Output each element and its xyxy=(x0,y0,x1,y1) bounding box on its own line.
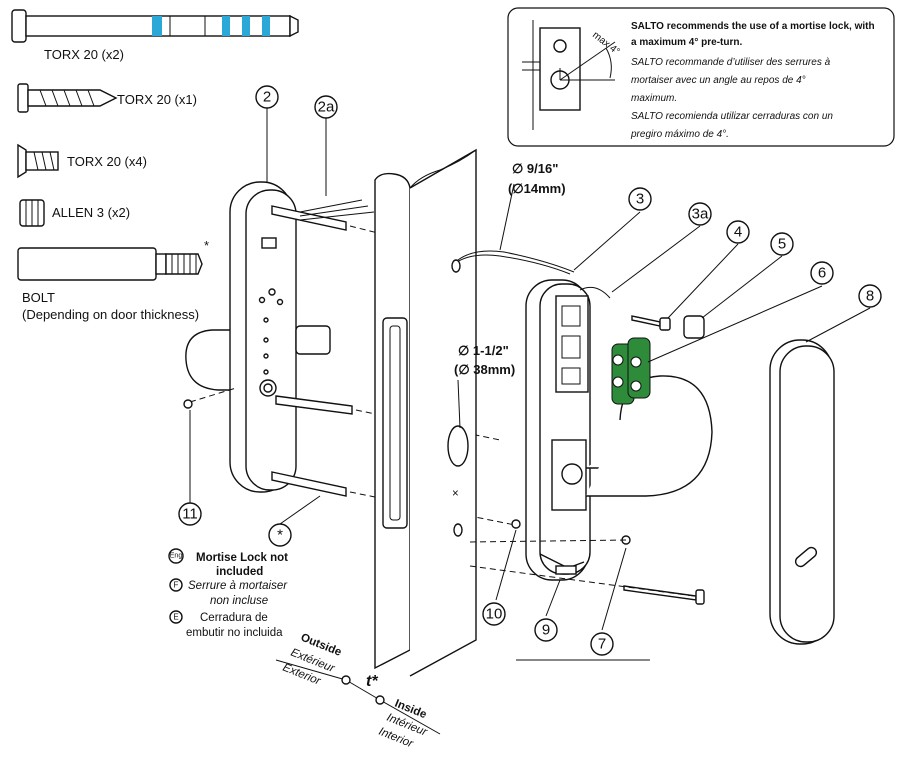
callout-circle-7 xyxy=(590,632,614,656)
callout-label-2: 2 xyxy=(263,89,271,106)
callout-circle-10 xyxy=(482,602,506,626)
callout-circle-6 xyxy=(810,261,834,285)
thickness-label: t* xyxy=(366,673,378,690)
allen-screw-11-icon xyxy=(183,399,193,409)
callout-circle-* xyxy=(268,523,292,547)
mortise-en-line1: Mortise Lock not xyxy=(196,552,288,564)
callout-label-4: 4 xyxy=(734,224,742,241)
callout-label-10: 10 xyxy=(486,606,503,623)
svg-text:E: E xyxy=(173,613,178,622)
note-fr-line3: maximum. xyxy=(631,93,677,104)
es-badge xyxy=(169,610,183,624)
mortise-fr-line1: Serrure à mortaiser xyxy=(188,580,288,592)
note-es-line1: SALTO recomienda utilizar cerraduras con… xyxy=(631,111,833,122)
note-en-line1: SALTO recommends the use of a mortise lo… xyxy=(631,21,875,32)
pre-turn-note-box: max 4° SALTO recommends the use of a mor… xyxy=(507,7,895,147)
callout-label-2a: 2a xyxy=(318,99,335,116)
mortise-lock-note: Eng Mortise Lock not included F Serrure … xyxy=(168,548,288,639)
mortise-es-line1: Cerradura de xyxy=(200,612,268,624)
bolt-star-mark: * xyxy=(204,238,209,253)
torx-screw-flat-icon xyxy=(17,143,59,179)
callout-circle-5 xyxy=(770,232,794,256)
callout-label-6: 6 xyxy=(818,265,826,282)
callout-circle-4 xyxy=(726,220,750,244)
allen-screw-icon xyxy=(19,199,45,227)
callout-circle-3a xyxy=(688,202,712,226)
svg-text:×: × xyxy=(452,488,459,500)
torx-screw-short-icon xyxy=(17,83,118,113)
svg-text:Eng: Eng xyxy=(170,553,183,560)
mortise-en-line2: included xyxy=(216,566,263,578)
callout-label-*: * xyxy=(277,527,283,544)
cylinder-hole-metric: (∅ 38mm) xyxy=(454,362,515,377)
allen3-x2-label: ALLEN 3 (x2) xyxy=(52,205,130,220)
callout-label-11: 11 xyxy=(182,506,198,523)
bolt-title: BOLT xyxy=(22,290,55,305)
callout-circle-9 xyxy=(534,618,558,642)
callout-label-7: 7 xyxy=(598,636,606,653)
outside-escutcheon xyxy=(185,181,375,497)
eng-badge xyxy=(168,548,184,564)
callout-label-8: 8 xyxy=(866,288,874,305)
torx20-x1-label: TORX 20 (x1) xyxy=(117,92,197,107)
inside-escutcheon xyxy=(525,279,591,581)
large-hole-metric: (∅14mm) xyxy=(508,181,566,196)
mortise-fr-line2: non incluse xyxy=(210,595,268,607)
callout-circle-3 xyxy=(628,187,652,211)
torx20-x2-label: TORX 20 (x2) xyxy=(44,47,124,62)
bolt-icon xyxy=(17,247,203,281)
callout-label-9: 9 xyxy=(542,622,550,639)
torx-screw-long-icon xyxy=(11,9,299,43)
battery-icon xyxy=(611,337,651,405)
door xyxy=(374,148,477,677)
fr-badge xyxy=(169,578,183,592)
callout-circle-11 xyxy=(178,502,202,526)
callout-circle-2a xyxy=(314,95,338,119)
callout-circle-8 xyxy=(858,284,882,308)
battery-cover xyxy=(769,339,835,645)
note-en-line2: a maximum 4° pre-turn. xyxy=(631,37,742,48)
cover-clip-5-icon xyxy=(683,315,705,339)
mortise-es-line2: embutir no incluida xyxy=(186,627,283,639)
note-fr-line1: SALTO recommande d’utiliser des serrures… xyxy=(631,57,831,68)
callouts: 2 2a 3 3a 4 5 6 8 11 * 10 9 7 xyxy=(178,85,882,656)
note-es-line2: pregiro máximo de 4°. xyxy=(630,129,729,140)
bolt-note: (Depending on door thickness) xyxy=(22,307,199,322)
torx20-x4-label: TORX 20 (x4) xyxy=(67,154,147,169)
large-hole-imperial: ∅ 9/16" xyxy=(512,161,558,176)
screw-legend: TORX 20 (x2) TORX 20 (x1) TORX 20 (x4) A… xyxy=(11,9,299,322)
note-fr-line2: mortaiser avec un angle au repos de 4° xyxy=(631,75,806,86)
mortise-angle-icon xyxy=(522,20,616,130)
callout-circle-2 xyxy=(255,85,279,109)
callout-label-3a: 3a xyxy=(692,206,709,223)
torx-screw-4-icon xyxy=(631,315,671,331)
cylinder-hole-imperial: ∅ 1-1/2" xyxy=(458,343,509,358)
callout-label-3: 3 xyxy=(636,191,644,208)
torx-screw-7-icon xyxy=(621,535,705,605)
callout-label-5: 5 xyxy=(778,236,786,253)
svg-text:F: F xyxy=(174,581,179,590)
